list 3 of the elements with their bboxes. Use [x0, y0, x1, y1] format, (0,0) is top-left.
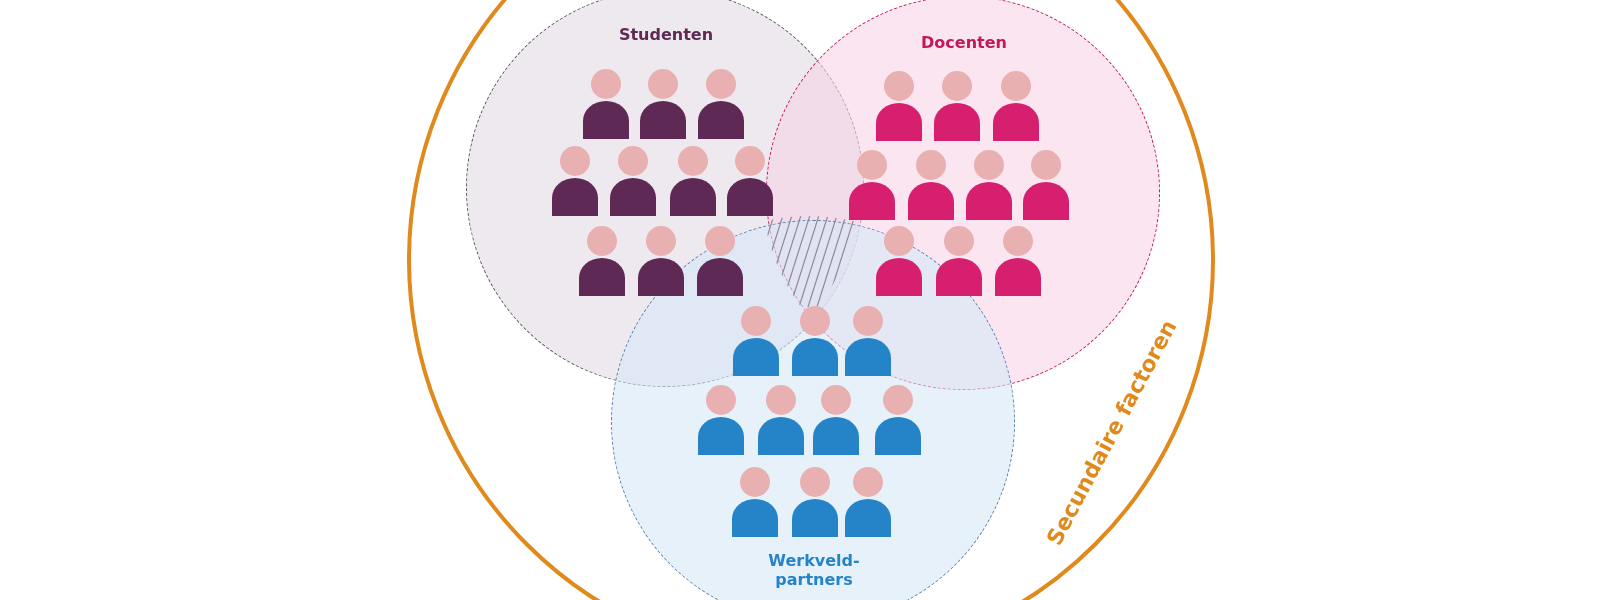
circle-label: Docenten	[920, 33, 1008, 52]
circle-label: Studenten	[617, 25, 715, 44]
circle-label: Werkveld-partners	[767, 551, 861, 589]
